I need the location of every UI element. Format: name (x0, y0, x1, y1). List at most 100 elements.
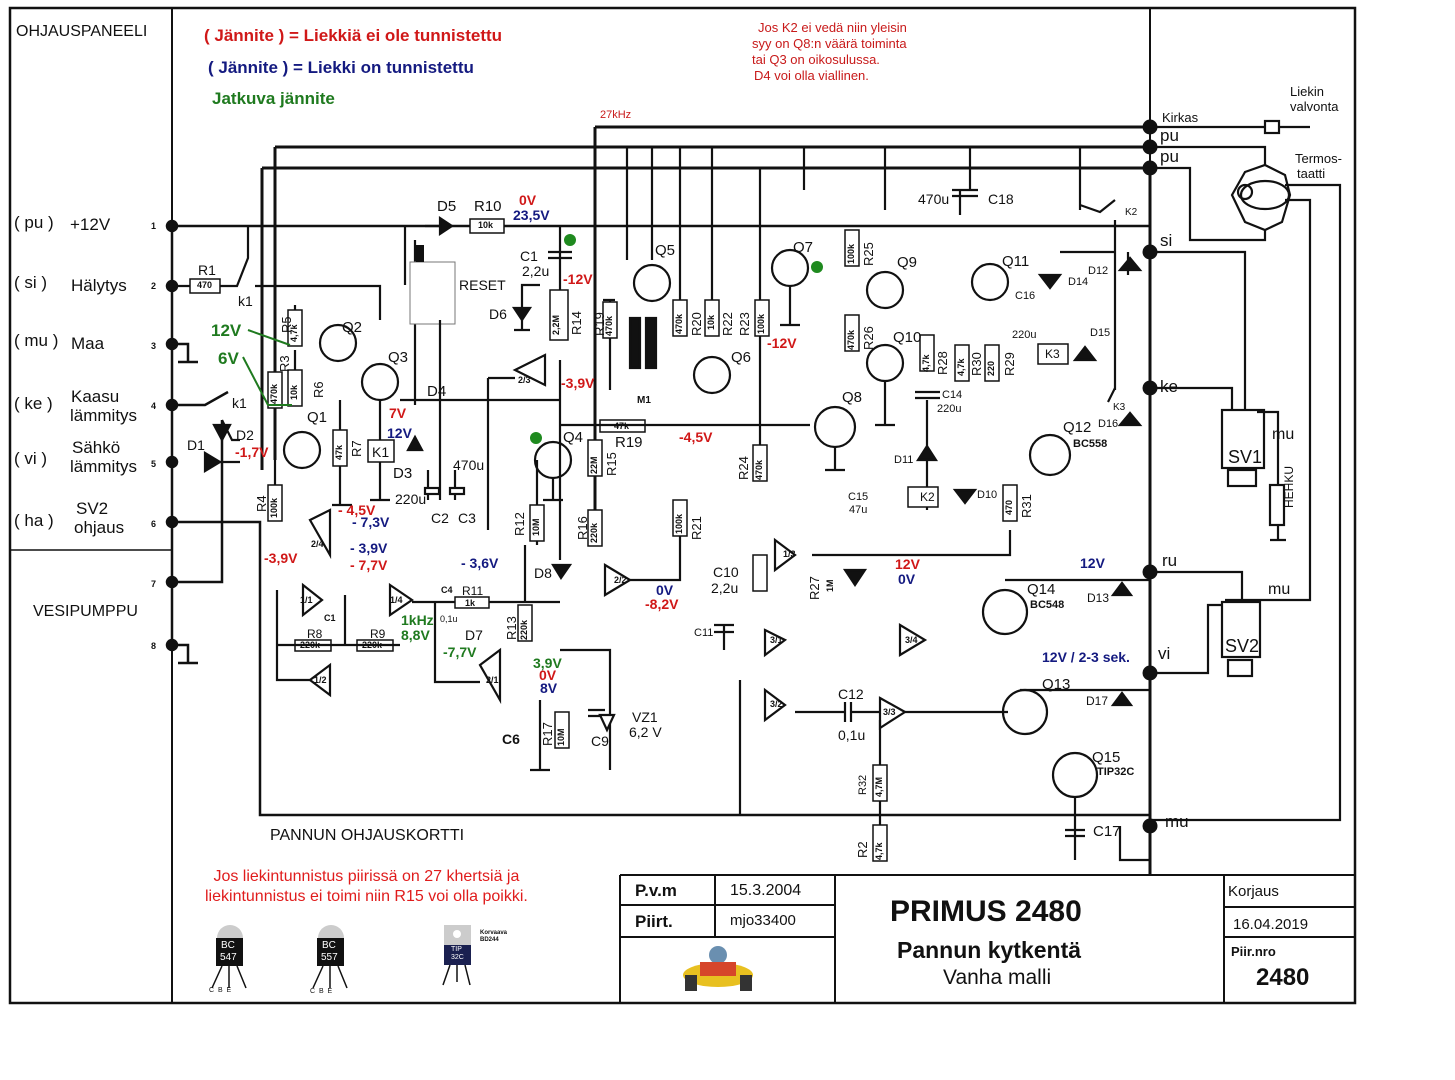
voltage-blue: - 3,9V (350, 540, 388, 556)
drawing-title: PRIMUS 2480 (890, 895, 1082, 928)
legend-blue: ( Jännite ) = Liekki on tunnistettu (208, 58, 474, 77)
voltage-red: -3,9V (264, 550, 298, 566)
voltage-red: -4,5V (679, 429, 713, 445)
q8-label: Q8 (842, 389, 863, 406)
r17-label: R17 (540, 722, 555, 746)
pkg-bc547-pins: C B E (209, 987, 232, 994)
drawing-subtitle: Pannun kytkentä (897, 937, 1082, 963)
d6-label: D7 (465, 627, 483, 643)
r25-label: R25 (861, 242, 876, 266)
connector-code: ( si ) (14, 273, 48, 292)
d8-label: D8 (534, 565, 552, 581)
legend-green: Jatkuva jännite (212, 89, 335, 108)
r31-label: R31 (1019, 494, 1034, 518)
voltage-red: 0V (539, 667, 557, 683)
r16-value: 220k (589, 522, 599, 543)
right-wiring (1150, 119, 1342, 822)
connector-name: SV2 (76, 499, 109, 518)
k3-relay-label: K3 (1045, 347, 1060, 361)
vz1-label: VZ1 (632, 709, 658, 725)
connector-code: ( ha ) (14, 511, 54, 530)
note-k2: Jos K2 ei vedä niin yleisin syy on Q8:n … (752, 20, 907, 84)
voltage-blue: 12V (1080, 555, 1105, 571)
voltage-blue: - 3,6V (461, 555, 499, 571)
d11-label: D11 (894, 454, 914, 466)
r25-value: 100k (846, 243, 856, 264)
c15-value: 47u (849, 504, 868, 516)
d4-label: D4 (427, 383, 447, 400)
r10-label: R10 (474, 198, 502, 215)
q14-type: BC548 (1030, 599, 1065, 611)
termostaatti-label-2: taatti (1297, 166, 1326, 181)
opamp-2-4: 2/4 (311, 539, 324, 549)
voltage-blue: 12V / 2-3 sek. (1042, 649, 1130, 665)
r9-label: R9 (370, 627, 386, 641)
voltage-red: 12V (895, 556, 920, 572)
q3-label: Q3 (388, 349, 409, 366)
r19-label: R19 (615, 434, 643, 451)
voltage-green: -7,7V (443, 644, 477, 660)
voltage-blue: 23,5V (513, 207, 550, 223)
voltage-blue: 0V (656, 582, 674, 598)
c12-value: 0,1u (838, 727, 866, 743)
voltage-red: -3,9V (561, 375, 595, 391)
r3-label: R3 (277, 355, 292, 372)
annotation-lines (242, 329, 292, 406)
r19-value: 47k (614, 421, 630, 431)
wire-kirkas: Kirkas (1162, 110, 1199, 125)
sv1-label: SV1 (1228, 447, 1263, 467)
d13-label: D13 (1087, 591, 1110, 605)
c4-value: 0,1u (440, 614, 458, 624)
r5-value: 4,7k (289, 324, 299, 342)
vz1-value: 6,2 V (629, 724, 662, 740)
r4-value: 100k (269, 497, 279, 518)
d17-label: D17 (1086, 694, 1109, 708)
wire-vi: vi (1158, 644, 1171, 663)
c17-label: C17 (1093, 823, 1121, 840)
connector-name: Maa (71, 334, 105, 353)
kart-logo-image (683, 946, 753, 991)
piirt-label: Piirt. (635, 912, 673, 931)
connector-pin: 8 (151, 641, 157, 651)
r13-value: 220k (519, 619, 529, 640)
left-section (172, 215, 560, 522)
r22-label: R22 (720, 312, 735, 336)
voltage-red: -1,7V (235, 444, 269, 460)
opamp-2-1: 2/1 (486, 675, 499, 685)
c10-value: 2,2u (711, 580, 739, 596)
piirnro-label: Piir.nro (1231, 944, 1276, 959)
r28-label: R28 (935, 351, 950, 375)
q15-label: Q15 (1092, 749, 1121, 766)
m1-label: M1 (637, 395, 651, 406)
r13-label: R13 (504, 616, 519, 640)
d16-label: D16 (1098, 418, 1119, 430)
note-line: D4 voi olla viallinen. (754, 68, 869, 83)
r19v-value: 470k (604, 315, 614, 336)
pvm-value: 15.3.2004 (730, 882, 802, 899)
r2-value: 4,7k (874, 842, 884, 860)
r7-value: 47k (334, 444, 344, 460)
r23-value: 100k (756, 313, 766, 334)
r1-value: 470 (197, 280, 213, 290)
korjaus-value: 16.04.2019 (1233, 916, 1309, 933)
packages (211, 925, 471, 989)
r30-label: R30 (969, 352, 984, 376)
opamp-2-3: 2/3 (518, 375, 531, 385)
korjaus-label: Korjaus (1228, 883, 1279, 900)
connector-pin: 1 (151, 221, 157, 231)
r11-value: 1k (465, 598, 476, 608)
r30-value: 4,7k (956, 358, 966, 376)
pvm-label: P.v.m (635, 881, 677, 900)
pkg-bc557-name: BC (322, 940, 336, 951)
pkg-bc557-num: 557 (321, 952, 338, 963)
k2-switch-label: K2 (1125, 207, 1138, 218)
q2-label: Q2 (342, 319, 363, 336)
r26-label: R26 (861, 326, 876, 350)
legend-red: ( Jännite ) = Liekkiä ei ole tunnistettu (204, 26, 503, 45)
note-r15: Jos liekintunnistus piirissä on 27 khert… (205, 867, 528, 907)
r31-value: 470 (1004, 499, 1014, 515)
voltage-red: - 7,7V (350, 557, 388, 573)
voltage-red: -8,2V (645, 596, 679, 612)
r6-label: R6 (311, 381, 326, 398)
k2-relay-label: K2 (920, 490, 935, 504)
